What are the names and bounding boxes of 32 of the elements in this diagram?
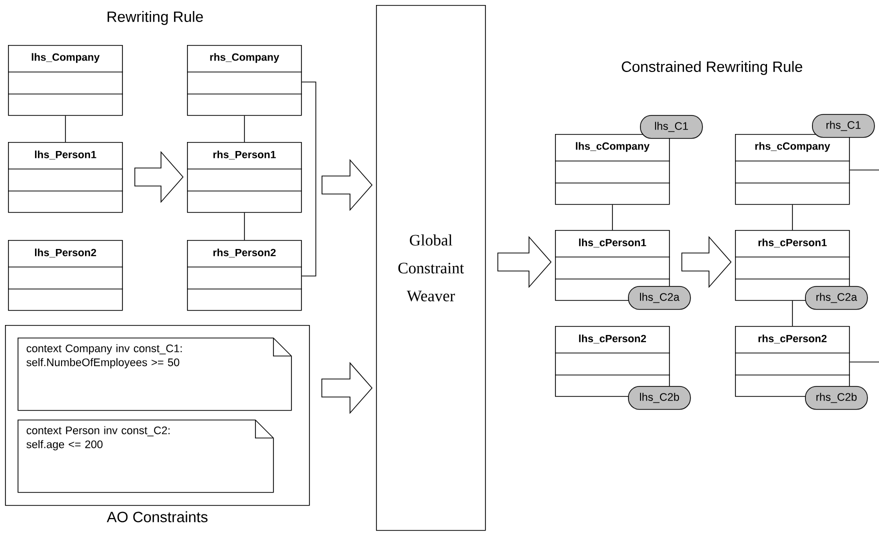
class-box: lhs_cCompany xyxy=(554,134,670,205)
process-box: Global Constraint Weaver xyxy=(376,5,486,531)
constraint-tag: lhs_C2a xyxy=(628,286,691,310)
block-arrow xyxy=(134,150,184,204)
connector-line xyxy=(244,212,245,240)
class-box: lhs_Company xyxy=(8,45,124,116)
heading: Constrained Rewriting Rule xyxy=(622,61,802,75)
block-arrow xyxy=(497,236,552,288)
constraint-tag: rhs_C1 xyxy=(812,114,875,138)
connector-line xyxy=(244,115,245,142)
connector-line xyxy=(65,115,66,142)
connector-line xyxy=(792,300,793,326)
class-box: lhs_Person2 xyxy=(8,240,124,311)
node-label: AO Constraints xyxy=(106,511,208,522)
class-box: rhs_Person1 xyxy=(186,142,302,213)
note-box: context Person inv const_C2: self.age <= 200 xyxy=(18,420,274,493)
class-box: lhs_Person1 xyxy=(8,142,124,213)
class-box: rhs_cCompany xyxy=(734,134,850,205)
block-arrow xyxy=(681,236,732,288)
constraint-tag: lhs_C1 xyxy=(640,115,703,139)
connector-line xyxy=(301,82,316,276)
constraint-tag: rhs_C2a xyxy=(805,286,868,310)
class-box: rhs_Person2 xyxy=(186,240,302,311)
note-box: context Company inv const_C1: self.NumbeOfEmployees >= 50 xyxy=(18,338,292,411)
connector-line xyxy=(792,204,793,230)
block-arrow xyxy=(322,158,373,212)
connector-line xyxy=(612,204,613,230)
constraint-tag: rhs_C2b xyxy=(805,386,868,410)
class-box: rhs_Company xyxy=(186,45,302,116)
constraint-tag: lhs_C2b xyxy=(628,386,691,410)
block-arrow xyxy=(321,362,373,414)
heading: Rewriting Rule xyxy=(108,11,203,25)
